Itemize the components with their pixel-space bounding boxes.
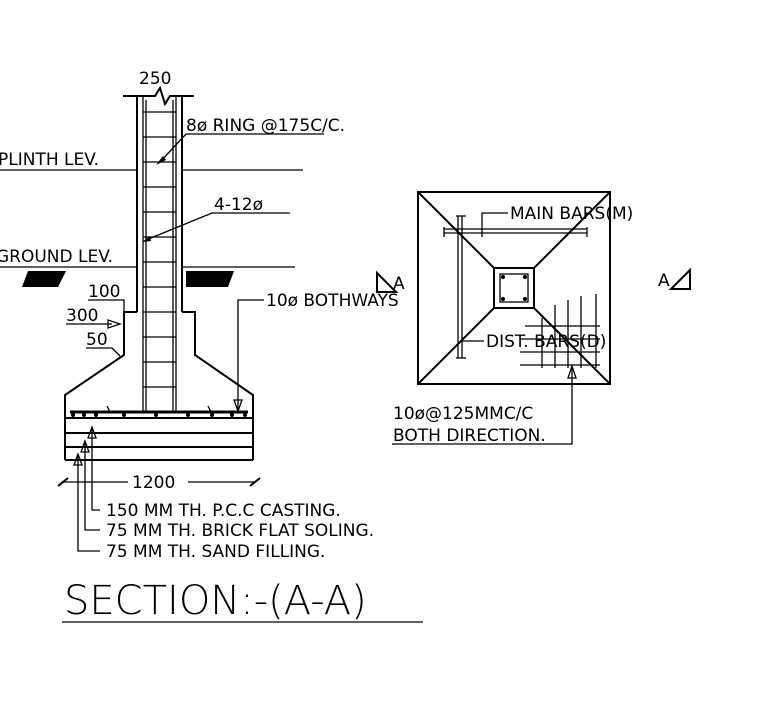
bar-direction-label: BOTH DIRECTION. [393,426,546,446]
main-bars-label: MAIN BARS(M) [510,204,633,224]
layer-leaders [73,425,100,552]
dist-bars-plan [456,215,484,359]
bottom-mesh [70,405,248,417]
column-bars-label: 4-12ø [214,195,263,215]
section-marker-left [376,270,399,293]
dim-50-leader [86,347,121,357]
column-ties [143,111,176,388]
bothways-label: 10ø BOTHWAYS [266,291,399,311]
footing-outline [64,311,254,418]
brick-soling-label: 75 MM TH. BRICK FLAT SOLING. [106,521,374,541]
slope-line [417,191,495,269]
mesh-detail [520,294,600,368]
bothways-leader [237,299,264,410]
column-plan [493,267,535,309]
base-width-dimension [57,477,261,487]
dist-bars-label: DIST. BARS(D) [486,332,606,352]
slope-line [417,307,495,385]
section-marker-left-label: A [393,274,405,294]
slope-line [533,191,611,269]
ground-hatch-left [22,271,66,287]
spacing-leader [392,366,573,445]
section-title: SECTION:-(A-A) [64,578,367,624]
base-layers [64,417,254,461]
main-bars-plan [443,212,588,237]
plinth-level-label: PLINTH LEV. [0,150,99,170]
sand-filling-label: 75 MM TH. SAND FILLING. [106,542,325,562]
dim-50-label: 50 [86,330,108,350]
section-marker-right-label: A [658,271,670,291]
pcc-label: 150 MM TH. P.C.C CASTING. [106,501,341,521]
ring-label: 8ø RING @175C/C. [186,116,345,136]
dim-100-label: 100 [88,282,120,302]
plan-view: MAIN BARS(M) DIST. BARS(D) A A 10ø@125MM… [376,191,691,446]
ring-leader [159,133,324,163]
section-view: 250 8ø RING @175C/C. PLINTH LEV. 4-12ø G… [0,69,423,624]
column [123,85,194,412]
ground-level-line [0,266,295,287]
dim-100-leader [88,299,125,312]
dim-300-label: 300 [66,306,98,326]
section-marker-right [668,267,691,290]
slope-line [533,307,611,385]
ground-level-label: GROUND LEV. [0,247,113,267]
ground-hatch-right [186,271,234,287]
base-width-label: 1200 [132,473,175,493]
footing-plan-outline [417,191,611,385]
bars-leader [145,212,290,241]
bar-spacing-label: 10ø@125MMC/C [393,404,533,424]
column-width-label: 250 [139,69,171,89]
